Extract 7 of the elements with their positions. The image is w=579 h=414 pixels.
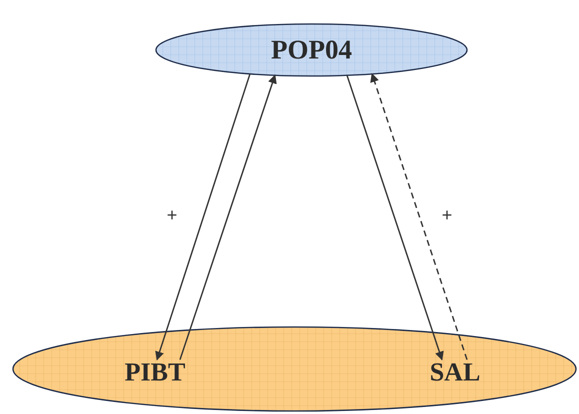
arrow bbox=[346, 75, 444, 361]
node-label: POP04 bbox=[271, 34, 352, 66]
node-label: SAL bbox=[430, 358, 480, 388]
arrow bbox=[370, 73, 468, 360]
arrow bbox=[179, 74, 277, 360]
arrow bbox=[155, 74, 251, 361]
node-label: PIBT bbox=[124, 358, 186, 388]
